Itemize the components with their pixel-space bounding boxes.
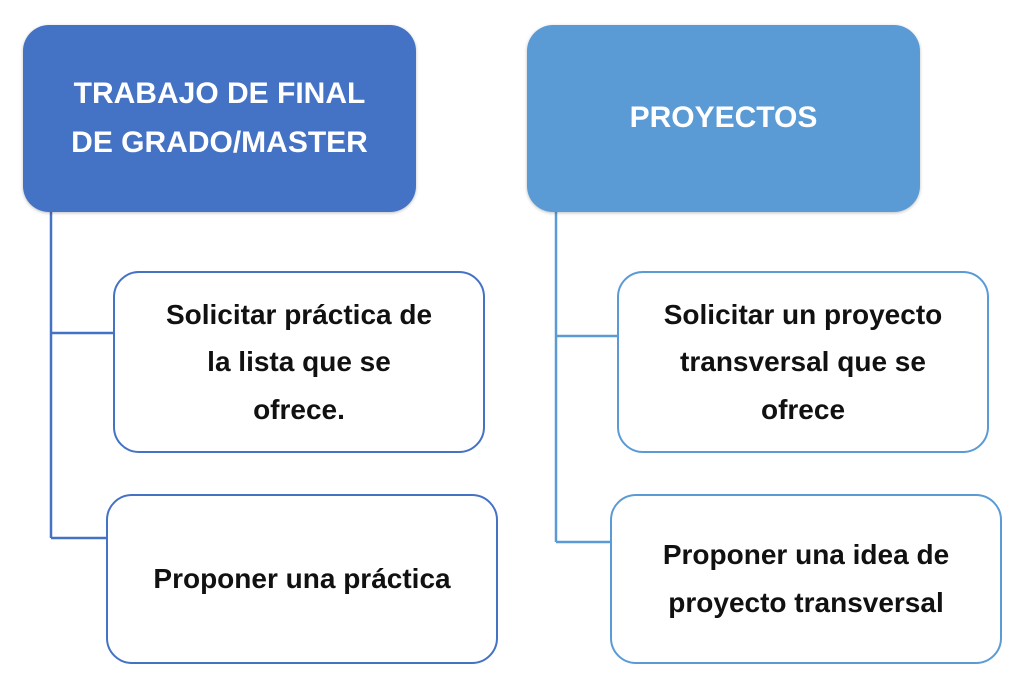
node-solicitar-practica-label: Solicitar práctica de la lista que se of… — [165, 298, 433, 425]
node-solicitar-practica: Solicitar práctica de la lista que se of… — [113, 271, 485, 453]
node-solicitar-proyecto-label: Solicitar un proyecto transversal que se… — [663, 298, 943, 425]
node-solicitar-proyecto: Solicitar un proyecto transversal que se… — [617, 271, 989, 453]
header-trabajo-final: TRABAJO DE FINAL DE GRADO/MASTER — [23, 25, 416, 212]
node-proponer-practica-label: Proponer una práctica — [153, 563, 451, 595]
header-trabajo-final-label: TRABAJO DE FINAL DE GRADO/MASTER — [71, 76, 368, 159]
node-proponer-proyecto-label: Proponer una idea de proyecto transversa… — [662, 539, 950, 618]
header-proyectos-label: PROYECTOS — [629, 101, 818, 135]
node-proponer-proyecto: Proponer una idea de proyecto transversa… — [610, 494, 1002, 664]
header-proyectos: PROYECTOS — [527, 25, 920, 212]
node-proponer-practica: Proponer una práctica — [106, 494, 498, 664]
